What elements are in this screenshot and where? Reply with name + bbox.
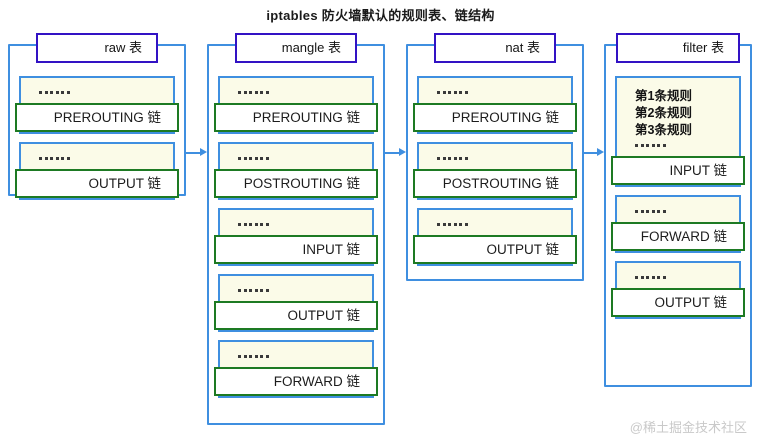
rule-item: 第1条规则: [635, 89, 692, 103]
chain-label: FORWARD 链: [214, 367, 378, 396]
chain-box: PREROUTING 链: [214, 76, 378, 134]
chain-list: PREROUTING 链 POSTROUTING 链 OUTPUT 链: [413, 76, 577, 274]
chain-box: PREROUTING 链: [413, 76, 577, 134]
chain-box: PREROUTING 链: [15, 76, 179, 134]
chain-label: INPUT 链: [214, 235, 378, 264]
table-title: mangle 表: [235, 33, 357, 63]
chain-label: OUTPUT 链: [413, 235, 577, 264]
chain-label: PREROUTING 链: [413, 103, 577, 132]
table-column: nat 表 PREROUTING 链 POSTROUTING 链 OUTPUT 链: [406, 33, 584, 281]
arrow-shaft: [385, 151, 400, 154]
ellipsis-dots: [220, 218, 372, 231]
chain-box: POSTROUTING 链: [214, 142, 378, 200]
ellipsis-dots: [419, 152, 571, 165]
chain-label: PREROUTING 链: [15, 103, 179, 132]
chain-box: OUTPUT 链: [214, 274, 378, 332]
ellipsis-dots: [220, 86, 372, 99]
arrow-shaft: [584, 151, 598, 154]
chain-label: OUTPUT 链: [611, 288, 745, 317]
chain-box: 第1条规则第2条规则第3条规则 INPUT 链: [611, 76, 745, 187]
chain-label: POSTROUTING 链: [413, 169, 577, 198]
rule-list: 第1条规则第2条规则第3条规则: [617, 86, 739, 139]
table-title: raw 表: [36, 33, 158, 63]
chain-list: 第1条规则第2条规则第3条规则 INPUT 链 FORWARD 链 OUTPUT 链: [611, 76, 745, 327]
arrow-head: [597, 148, 604, 156]
table-column: filter 表第1条规则第2条规则第3条规则 INPUT 链 FORWARD 链 O…: [604, 33, 752, 387]
arrow-head: [399, 148, 406, 156]
flow-arrow-icon: [186, 148, 207, 157]
page-title: iptables 防火墙默认的规则表、链结构: [266, 8, 495, 23]
tables-container: raw 表 PREROUTING 链 OUTPUT 链 mangle 表 PREROUT…: [0, 33, 761, 434]
ellipsis-dots: [617, 205, 739, 218]
table-column: mangle 表 PREROUTING 链 POSTROUTING 链 INPUT 链…: [207, 33, 385, 425]
rule-item: 第2条规则: [635, 106, 692, 120]
rule-item: 第3条规则: [635, 123, 692, 137]
ellipsis-dots: [419, 86, 571, 99]
chain-label: POSTROUTING 链: [214, 169, 378, 198]
chain-box: OUTPUT 链: [15, 142, 179, 200]
ellipsis-dots: [220, 284, 372, 297]
ellipsis-dots: [220, 152, 372, 165]
chain-label: OUTPUT 链: [214, 301, 378, 330]
ellipsis-dots: [617, 139, 739, 152]
chain-list: PREROUTING 链 OUTPUT 链: [15, 76, 179, 208]
chain-list: PREROUTING 链 POSTROUTING 链 INPUT 链 OUTPUT 链…: [214, 76, 378, 406]
chain-box: FORWARD 链: [611, 195, 745, 253]
flow-arrow-icon: [385, 148, 406, 157]
ellipsis-dots: [419, 218, 571, 231]
ellipsis-dots: [21, 152, 173, 165]
chain-box: INPUT 链: [214, 208, 378, 266]
chain-box: OUTPUT 链: [413, 208, 577, 266]
chain-box: POSTROUTING 链: [413, 142, 577, 200]
chain-label: FORWARD 链: [611, 222, 745, 251]
table-title: filter 表: [616, 33, 740, 63]
table-title: nat 表: [434, 33, 556, 63]
chain-label: OUTPUT 链: [15, 169, 179, 198]
chain-label: INPUT 链: [611, 156, 745, 185]
ellipsis-dots: [617, 271, 739, 284]
ellipsis-dots: [220, 350, 372, 363]
chain-box: FORWARD 链: [214, 340, 378, 398]
flow-arrow-icon: [584, 148, 604, 157]
table-column: raw 表 PREROUTING 链 OUTPUT 链: [8, 33, 186, 200]
chain-box: OUTPUT 链: [611, 261, 745, 319]
watermark: @稀土掘金技术社区: [629, 420, 747, 435]
chain-label: PREROUTING 链: [214, 103, 378, 132]
ellipsis-dots: [21, 86, 173, 99]
arrow-head: [200, 148, 207, 156]
arrow-shaft: [186, 151, 201, 154]
